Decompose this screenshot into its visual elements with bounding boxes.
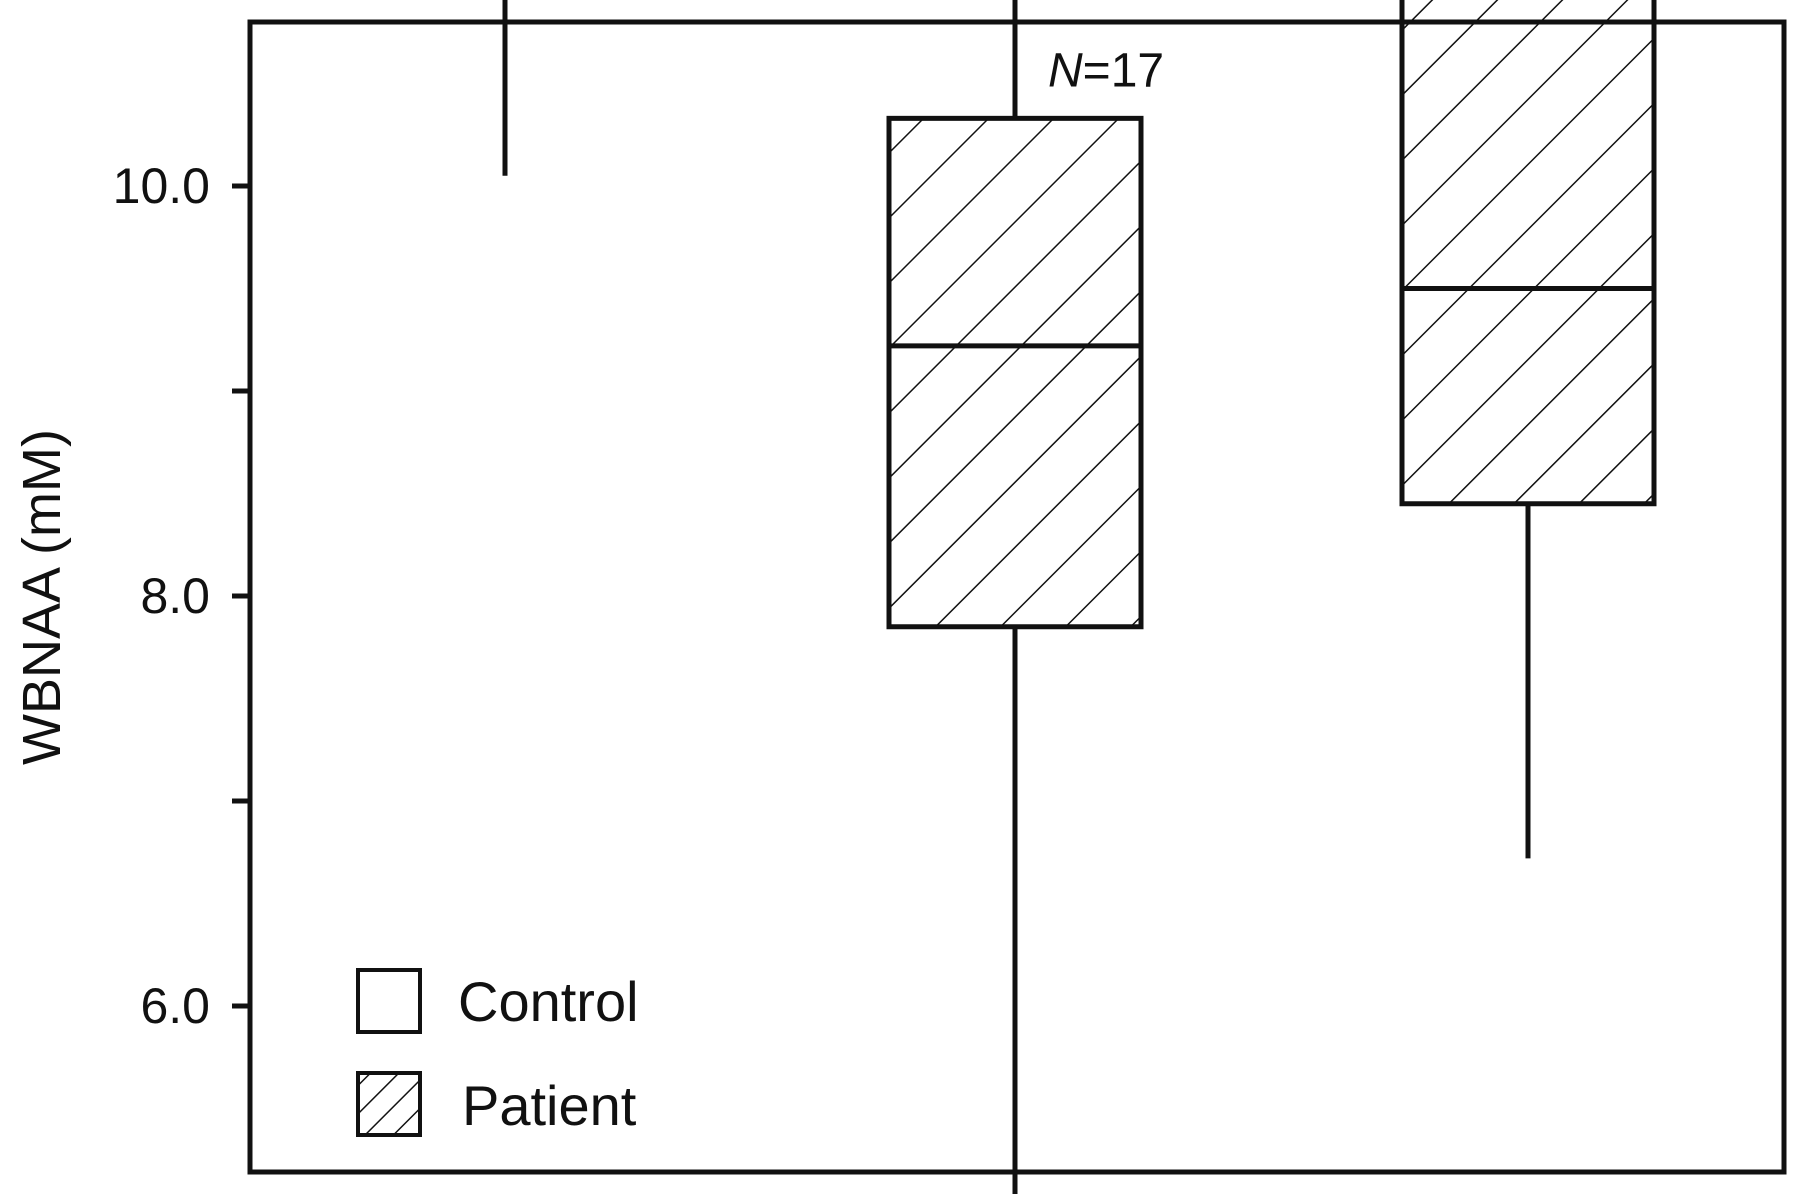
y-axis-title: WBNAA (mM)	[12, 429, 72, 765]
n-label-pre: N=17	[1048, 44, 1164, 97]
legend-swatch-control	[356, 968, 422, 1034]
y-tick-label: 8.0	[140, 568, 210, 624]
legend-label-patient: Patient	[462, 1074, 637, 1137]
legend-label-control: Control	[458, 970, 639, 1033]
box-post	[1399, 0, 1657, 507]
n-label-count: =17	[1083, 44, 1164, 97]
box-pre	[886, 115, 1144, 630]
n-label-symbol: N	[1048, 44, 1083, 97]
y-tick-label: 10.0	[113, 158, 210, 214]
legend: Control Patient	[356, 968, 639, 1137]
legend-swatch-patient	[356, 1071, 422, 1137]
y-axis: 6.08.010.012.014.0	[113, 158, 250, 1034]
y-tick-label: 6.0	[140, 978, 210, 1034]
box-series: N=17N=17PreN=14Post	[502, 0, 1657, 1194]
